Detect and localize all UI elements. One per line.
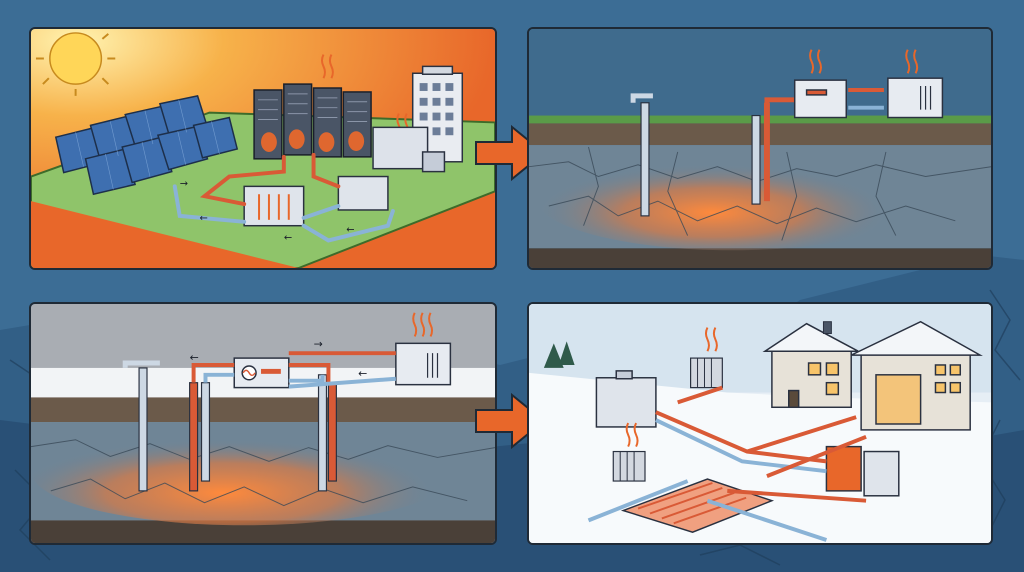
svg-text:←: ← [190, 351, 199, 364]
house-right [850, 320, 983, 431]
radiator-icon [612, 357, 723, 482]
panel-district-heating [527, 302, 993, 545]
district-heating-icon [529, 304, 991, 543]
svg-text:←: ← [284, 232, 292, 243]
borehole-pipes [138, 367, 337, 492]
panel-heat-extraction: ← → ← [29, 302, 497, 545]
panel-solar-datacenter: → ← ← ← [29, 27, 497, 270]
panel-borehole-heat-storage [527, 27, 993, 270]
svg-text:←: ← [358, 367, 367, 380]
sun-icon [35, 32, 116, 96]
borehole-heat-storage-icon [529, 29, 991, 268]
svg-text:←: ← [346, 225, 354, 236]
borehole-pipe-hot [751, 97, 797, 205]
heat-exchanger [243, 175, 389, 227]
heat-waves-icon [412, 312, 434, 337]
heat-waves-icon [809, 49, 919, 74]
house-left [762, 322, 859, 409]
heat-substation [595, 370, 657, 428]
pine-trees [543, 341, 575, 368]
storage-tank [825, 445, 900, 497]
heat-pump-unit [793, 77, 944, 119]
solar-datacenter-icon: → ← ← ← [31, 29, 495, 268]
svg-text:→: → [180, 178, 188, 189]
svg-text:←: ← [200, 213, 208, 224]
output-heat-unit [395, 342, 452, 386]
heat-extraction-icon: ← → ← [31, 304, 495, 543]
cooling-unit [372, 126, 446, 173]
heat-waves-icon [625, 327, 718, 448]
borehole-pipe-cold [630, 93, 653, 217]
svg-text:→: → [314, 337, 323, 350]
